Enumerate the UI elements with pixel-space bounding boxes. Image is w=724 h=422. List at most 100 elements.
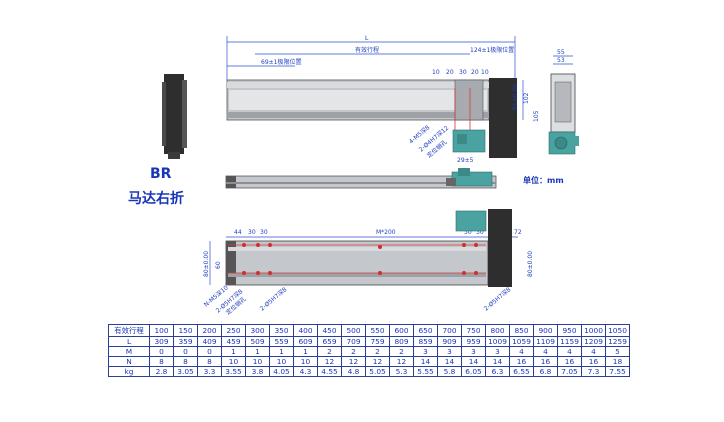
table-cell: 559 [269,336,294,347]
table-cell: 1059 [509,336,534,347]
table-cell: 959 [461,336,486,347]
table-cell: 809 [389,336,414,347]
table-cell: 2 [317,346,342,357]
dim-left-30b: 30 [260,229,268,236]
dim-stroke: 有效行程 [355,46,379,54]
table-cell: 7.05 [557,366,582,377]
row-header: L [108,336,150,347]
table-cell: 609 [293,336,318,347]
table-cell: 659 [317,336,342,347]
table-cell: 600 [389,324,414,337]
table-cell: 1 [221,346,246,357]
table-cell: 909 [437,336,462,347]
table-cell: 1050 [605,324,630,337]
dim-small-4: 20 [471,69,479,76]
dim-height-80b: 80±0.00 [527,251,534,277]
dim-height-60: 60 [215,261,222,269]
table-cell: 850 [509,324,534,337]
model-label: BR [150,166,172,182]
end-view-left [162,74,187,159]
table-cell: 700 [437,324,462,337]
table-cell: 6.3 [485,366,510,377]
table-cell: 5.3 [389,366,414,377]
table-cell: 4.55 [317,366,342,377]
table-cell: 0 [173,346,198,357]
table-cell: 18 [605,356,630,367]
table-cell: 14 [485,356,510,367]
table-cell: 10 [269,356,294,367]
row-header: M [108,346,150,357]
table-cell: 3.05 [173,366,198,377]
dim-right-30b: 30 [476,229,484,236]
table-cell: 509 [245,336,270,347]
table-cell: 150 [173,324,198,337]
table-cell: 4 [533,346,558,357]
table-cell: 7.55 [605,366,630,377]
table-cell: 12 [389,356,414,367]
row-header: kg [108,366,150,377]
table-cell: 0 [149,346,174,357]
table-cell: 250 [221,324,246,337]
table-cell: 650 [413,324,438,337]
table-cell: 3 [485,346,510,357]
table-cell: 2 [389,346,414,357]
table-cell: 900 [533,324,558,337]
dim-bottom-29: 29±5 [457,157,474,164]
dim-right-limit: 124±1极限位置 [470,46,514,54]
table-cell: 8 [197,356,222,367]
dim-hole-c: 2-Ø5H7深8 [258,285,288,312]
table-cell: 1109 [533,336,558,347]
dim-pitch: M*200 [376,229,396,236]
table-cell: 709 [341,336,366,347]
table-cell: 1209 [581,336,606,347]
dim-overall-l: L [365,35,369,42]
table-cell: 2.8 [149,366,174,377]
dim-side-55: 55 [557,49,565,56]
table-cell: 14 [413,356,438,367]
dim-height-1: 91±0.00 [512,84,519,110]
table-cell: 16 [557,356,582,367]
motor-mount-label: 马达右折 [128,191,184,207]
table-cell: 409 [197,336,222,347]
table-cell: 2 [341,346,366,357]
dim-small-1: 10 [432,69,440,76]
top-view: L 有效行程 124±1极限位置 69±1极限位置 10 20 30 20 10… [226,35,540,164]
unit-label: 单位：mm [523,176,564,185]
dim-left-limit: 69±1极限位置 [261,58,301,66]
table-cell: 10 [293,356,318,367]
dim-height-3: 105 [533,110,540,122]
table-cell: 10 [221,356,246,367]
dim-hole-d: 2-Ø5H7深8 [482,285,512,312]
dim-side-53: 53 [557,57,565,64]
dim-right-72: 72 [514,229,522,236]
table-cell: 1 [293,346,318,357]
table-cell: 7.3 [581,366,606,377]
bottom-view: 44 30 30 M*200 30 30 72 80±0.00 60 80±0.… [202,209,534,317]
table-cell: 4 [557,346,582,357]
middle-side-view [225,168,497,189]
dim-small-3: 30 [459,69,467,76]
dim-right-30a: 30 [464,229,472,236]
dim-height-80: 80±0.00 [203,251,210,277]
table-cell: 859 [413,336,438,347]
dim-height-2: 102 [523,92,530,104]
table-cell: 4.8 [341,366,366,377]
table-cell: 4 [581,346,606,357]
table-cell: 500 [341,324,366,337]
table-cell: 6.8 [533,366,558,377]
table-cell: 12 [365,356,390,367]
table-cell: 950 [557,324,582,337]
table-cell: 359 [173,336,198,347]
table-cell: 300 [245,324,270,337]
table-cell: 6.55 [509,366,534,377]
table-cell: 1259 [605,336,630,347]
table-cell: 750 [461,324,486,337]
dim-left-44: 44 [234,229,242,236]
dim-left-30a: 30 [248,229,256,236]
table-cell: 0 [197,346,222,357]
table-cell: 1159 [557,336,582,347]
